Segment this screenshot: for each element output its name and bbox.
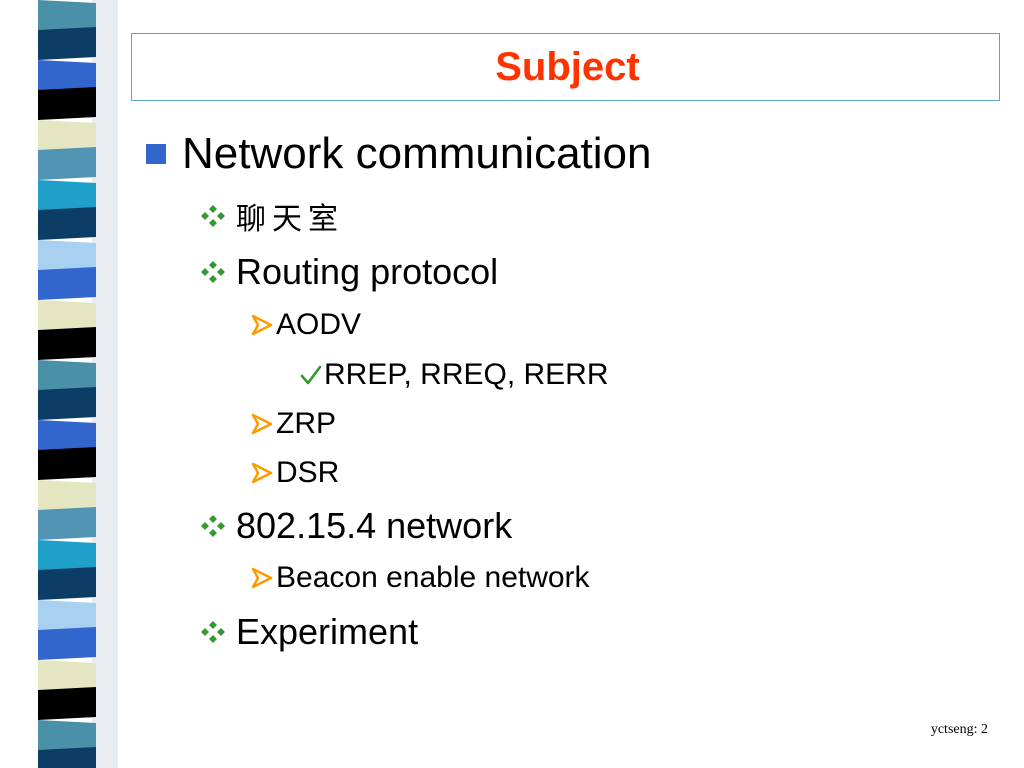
stripe-segment — [38, 207, 96, 240]
slide-title: Subject — [495, 44, 640, 89]
stripe-segment — [38, 267, 96, 300]
diamond-bullet-icon — [201, 205, 225, 227]
arrow-bullet-icon — [251, 314, 273, 336]
diamond-bullet-icon — [201, 261, 225, 283]
decorative-stripe-band — [0, 0, 118, 768]
list-item-zrp: ZRP — [250, 405, 336, 443]
stripe-segment — [38, 447, 96, 480]
stripe-segment — [38, 327, 96, 360]
diamond-bullet-icon — [201, 515, 225, 537]
stripe-segment — [38, 720, 96, 753]
square-bullet-icon — [146, 144, 166, 164]
list-item-text: AODV — [276, 308, 362, 341]
stripe-segment — [38, 240, 96, 273]
arrow-bullet-icon — [251, 462, 273, 484]
arrow-bullet-icon — [251, 413, 273, 435]
stripe-segment — [38, 387, 96, 420]
list-item-text: 802.15.4 network — [236, 505, 513, 546]
list-item-text: Network communication — [182, 129, 652, 178]
stripe-segment — [38, 567, 96, 600]
list-item-experiment: Experiment — [200, 610, 418, 654]
stripe-segment — [38, 180, 96, 213]
stripe-segment — [38, 27, 96, 60]
stripe-segment — [38, 687, 96, 720]
list-item-text: Routing protocol — [236, 251, 499, 292]
list-item-routing-protocol: Routing protocol — [200, 250, 498, 294]
list-item-beacon-enable-network: Beacon enable network — [250, 559, 590, 597]
list-item-text: DSR — [276, 456, 340, 489]
list-item-text: 聊天室 — [236, 202, 344, 237]
stripe-segment — [38, 87, 96, 120]
list-item-text: Beacon enable network — [276, 561, 590, 594]
arrow-bullet-icon — [251, 567, 273, 589]
list-item-chat-room: 聊天室 — [200, 194, 344, 238]
stripe-segment — [38, 627, 96, 660]
list-item-802-15-4-network: 802.15.4 network — [200, 504, 512, 548]
check-bullet-icon — [300, 365, 322, 385]
diamond-bullet-icon — [201, 621, 225, 643]
list-item-text: ZRP — [276, 407, 336, 440]
title-box: Subject — [131, 33, 1000, 101]
stripe-segment — [38, 420, 96, 453]
stripe-segment — [38, 540, 96, 573]
stripe-segment — [38, 147, 96, 180]
list-item-rrep-rreq-rerr: RREP, RREQ, RERR — [300, 356, 609, 394]
stripe-segment — [38, 600, 96, 633]
stripe-segment — [38, 660, 96, 693]
stripe-segment — [38, 507, 96, 540]
stripe-segment — [38, 480, 96, 513]
list-item-dsr: DSR — [250, 454, 339, 492]
stripe-segment — [38, 360, 96, 393]
list-item-network-communication: Network communication — [146, 128, 652, 180]
list-item-text: Experiment — [236, 611, 419, 652]
list-item-text: RREP, RREQ, RERR — [324, 358, 609, 391]
stripe-segment — [38, 120, 96, 153]
stripe-segment — [38, 300, 96, 333]
stripe-segment — [38, 0, 96, 33]
list-item-aodv: AODV — [250, 306, 361, 344]
stripe-segment — [38, 747, 96, 768]
slide-footer: yctseng: 2 — [930, 722, 988, 737]
stripe-segment — [38, 60, 96, 93]
